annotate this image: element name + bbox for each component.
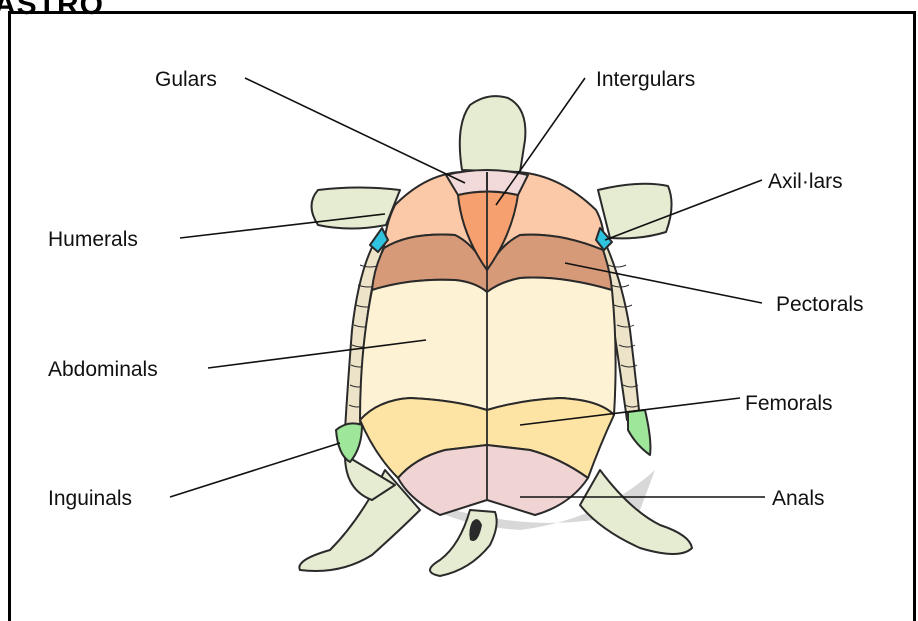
leader-gulars bbox=[245, 78, 465, 183]
plastron bbox=[360, 170, 616, 515]
label-femorals: Femorals bbox=[745, 392, 833, 415]
inguinal-right bbox=[628, 410, 650, 455]
label-inguinals: Inguinals bbox=[48, 487, 132, 510]
rear-right-leg bbox=[580, 470, 692, 554]
label-axillars: Axil·lars bbox=[768, 170, 843, 193]
label-intergulars: Intergulars bbox=[596, 68, 695, 91]
leader-inguinals bbox=[170, 443, 340, 497]
head bbox=[460, 96, 526, 172]
label-abdominals: Abdominals bbox=[48, 358, 158, 381]
front-right-leg bbox=[598, 184, 672, 239]
label-pectorals: Pectorals bbox=[776, 293, 864, 316]
front-left-leg bbox=[312, 188, 401, 229]
label-humerals: Humerals bbox=[48, 228, 138, 251]
label-anals: Anals bbox=[772, 487, 825, 510]
inguinal-left bbox=[336, 423, 362, 462]
label-gulars: Gulars bbox=[155, 68, 217, 91]
